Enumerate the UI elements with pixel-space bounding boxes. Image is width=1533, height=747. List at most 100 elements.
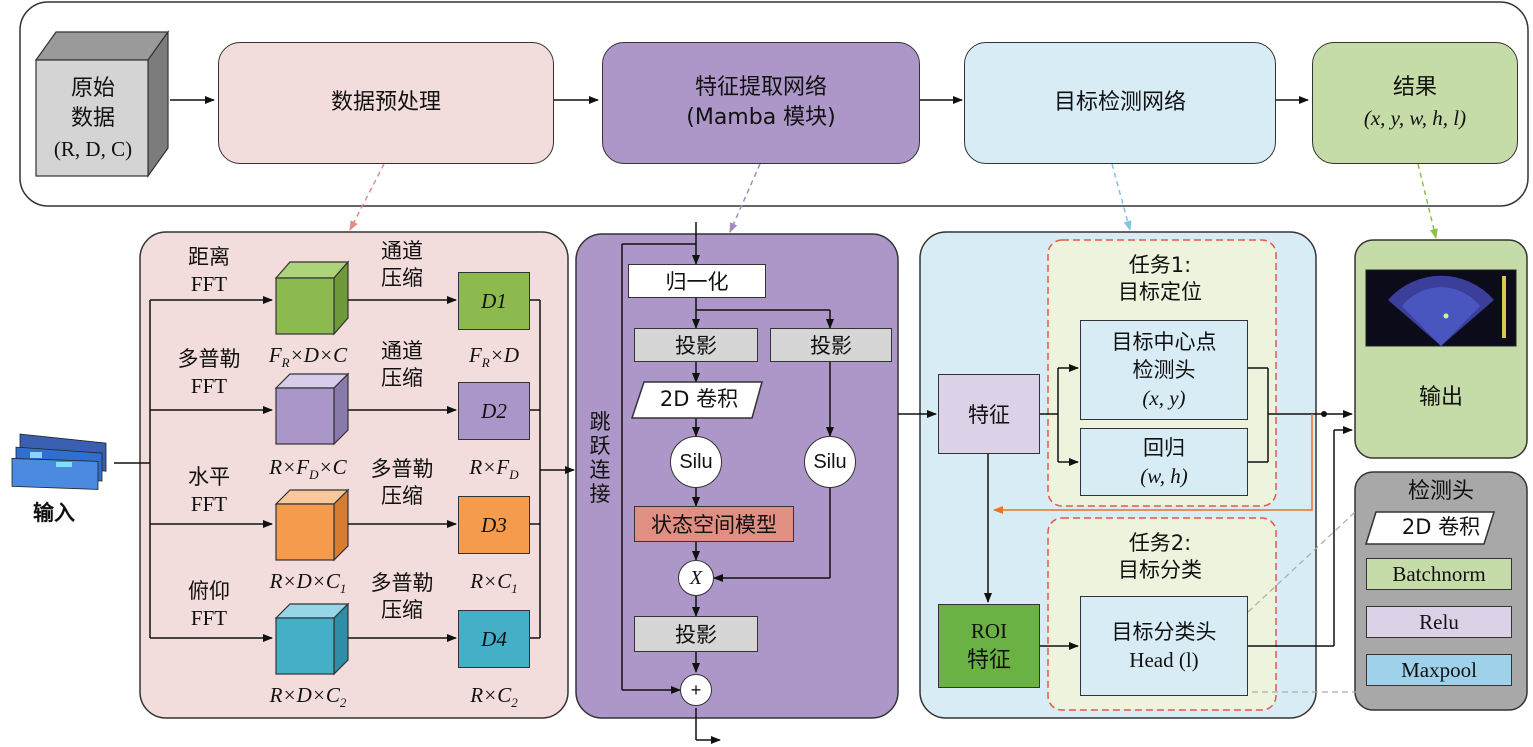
task2-line1: 任务2: <box>1128 531 1192 555</box>
task1-line2: 目标定位 <box>1118 280 1202 304</box>
raw-data-line1: 原始 <box>70 76 115 101</box>
cube-horizontal-fft <box>274 488 350 562</box>
legend-connector-top <box>1247 499 1369 613</box>
dashed-link-mamba <box>729 163 761 233</box>
dashed-link-detect <box>1111 163 1132 231</box>
fft-range-line1: 距离 <box>188 245 230 269</box>
conv-label: 2D 卷积 <box>659 387 739 411</box>
roi-box: ROI 特征 <box>938 604 1040 688</box>
mamba-lines <box>621 222 834 744</box>
detect-lines <box>898 364 1353 650</box>
out-label-1: FR×D <box>468 343 520 371</box>
fft-horizontal-line1: 水平 <box>188 465 230 489</box>
roi-line2: 特征 <box>966 648 1011 673</box>
legend-batchnorm: Batchnorm <box>1366 558 1512 590</box>
comp-label-1: 通道 压缩 <box>350 238 454 292</box>
comp3-line1: 多普勒 <box>370 457 434 481</box>
proj-right-box: 投影 <box>770 328 892 362</box>
comp1-line1: 通道 <box>381 239 423 263</box>
legend-conv-label: 2D 卷积 <box>1401 515 1481 539</box>
cube-label-4: R×D×C2 <box>269 683 347 711</box>
skip-connection-label: 跳跃连接 <box>589 410 611 506</box>
legend-conv-trapezoid <box>1364 511 1496 545</box>
raw-data-cube <box>34 30 170 178</box>
comp-label-2: 通道 压缩 <box>350 338 454 392</box>
comp2-line2: 压缩 <box>381 366 423 390</box>
junction-dot <box>1321 411 1327 417</box>
raw-data-dims: (R, D, C) <box>53 137 133 161</box>
comp4-line1: 多普勒 <box>370 571 434 595</box>
comp3-line2: 压缩 <box>381 484 423 508</box>
input-image <box>11 433 107 490</box>
cube-doppler-fft <box>274 372 350 446</box>
multiply-circle: X <box>678 560 714 596</box>
dashed-link-result <box>1417 163 1438 239</box>
out-box-d3: D3 <box>458 496 530 554</box>
result-line2: (x, y, w, h, l) <box>1363 106 1467 130</box>
orange-feedback-line <box>993 414 1313 514</box>
result-box: 结果 (x, y, w, h, l) <box>1312 42 1518 164</box>
dashed-link-preprocess <box>349 163 385 231</box>
out-label-4: R×C2 <box>470 683 518 711</box>
detection-net-label: 目标检测网络 <box>1053 90 1186 115</box>
out-label-3: R×C1 <box>470 569 518 597</box>
silu-right-circle: Silu <box>804 436 856 488</box>
fft-label-doppler: 多普勒 FFT <box>160 346 258 400</box>
silu-left-circle: Silu <box>670 436 722 488</box>
out-label-2: R×FD <box>469 455 519 483</box>
regression-line1: 回归 <box>1143 436 1185 460</box>
legend-relu: Relu <box>1366 606 1512 638</box>
feature-box: 特征 <box>938 374 1040 454</box>
class-head-line1: 目标分类头 <box>1111 620 1217 644</box>
comp1-line2: 压缩 <box>381 266 423 290</box>
center-head-line2: 检测头 <box>1132 358 1196 382</box>
comp-label-4: 多普勒 压缩 <box>350 570 454 624</box>
task2-line2: 目标分类 <box>1118 558 1202 582</box>
task1-title: 任务1: 目标定位 <box>1080 252 1240 306</box>
task2-title: 任务2: 目标分类 <box>1080 530 1240 584</box>
feature-net-line1: 特征提取网络 <box>694 75 827 100</box>
center-head-line1: 目标中心点 <box>1111 330 1217 354</box>
fft-elevation-line2: FFT <box>190 606 228 630</box>
out-box-d1: D1 <box>458 272 530 330</box>
feature-net-box: 特征提取网络 (Mamba 模块) <box>602 42 920 164</box>
fft-doppler-line2: FFT <box>190 374 228 398</box>
cube-label-1: FR×D×C <box>268 343 348 371</box>
ssm-box: 状态空间模型 <box>634 506 794 542</box>
result-line1: 结果 <box>1392 75 1437 100</box>
input-label: 输入 <box>33 501 75 525</box>
raw-data-line2: 数据 <box>70 106 115 131</box>
legend-title: 检测头 <box>1407 479 1474 504</box>
comp-label-3: 多普勒 压缩 <box>350 456 454 510</box>
task1-line1: 任务1: <box>1128 253 1192 277</box>
center-head-box: 目标中心点 检测头 (x, y) <box>1080 320 1248 420</box>
fft-label-elevation: 俯仰 FFT <box>160 578 258 632</box>
feature-net-line2: (Mamba 模块) <box>686 105 836 130</box>
center-head-line3: (x, y) <box>1142 386 1186 410</box>
proj-bottom-box: 投影 <box>634 616 758 652</box>
preprocess-lines <box>114 296 575 642</box>
raw-data-label: 原始 数据 (R, D, C) <box>40 66 146 172</box>
comp4-line2: 压缩 <box>381 598 423 622</box>
regression-line2: (w, h) <box>1140 464 1188 488</box>
fft-elevation-line1: 俯仰 <box>188 579 230 603</box>
regression-box: 回归 (w, h) <box>1080 428 1248 496</box>
comp2-line1: 通道 <box>381 339 423 363</box>
cube-label-3: R×D×C1 <box>269 569 347 597</box>
out-box-d2: D2 <box>458 382 530 440</box>
fft-range-line2: FFT <box>190 272 228 296</box>
fft-doppler-line1: 多普勒 <box>177 347 241 371</box>
preprocess-label: 数据预处理 <box>330 90 441 115</box>
preprocess-box: 数据预处理 <box>218 42 554 164</box>
detection-net-box: 目标检测网络 <box>964 42 1276 164</box>
cube-range-fft <box>274 260 350 336</box>
cube-label-2: R×FD×C <box>269 455 347 483</box>
class-head-box: 目标分类头 Head (l) <box>1080 596 1248 696</box>
add-circle: + <box>680 674 712 706</box>
legend-maxpool: Maxpool <box>1366 654 1512 686</box>
out-box-d4: D4 <box>458 610 530 668</box>
roi-line1: ROI <box>970 619 1008 643</box>
proj-left-box: 投影 <box>634 328 758 362</box>
fft-label-horizontal: 水平 FFT <box>160 464 258 518</box>
output-radar-image <box>1365 269 1517 347</box>
